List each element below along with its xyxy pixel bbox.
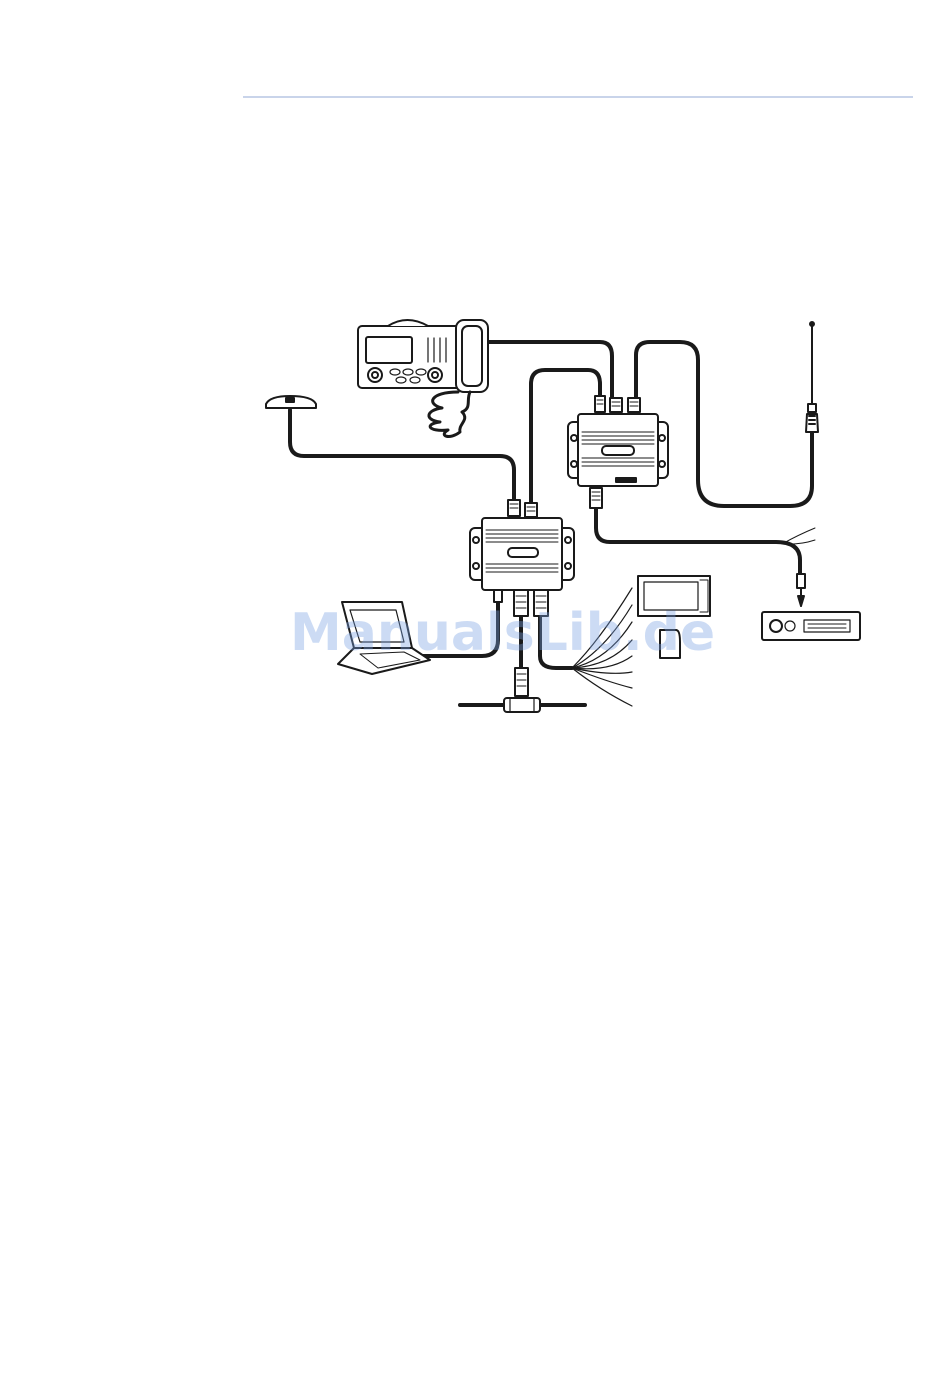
watermark: ManualsLib.de (290, 603, 715, 663)
vhf-antenna (806, 322, 818, 432)
fm-wire-bundle (782, 528, 815, 544)
cable-gps-to-interface (290, 410, 514, 500)
cable-splitter-to-fm (596, 508, 800, 575)
interface-box (470, 500, 574, 616)
vhf-radio (358, 320, 488, 436)
fm-radio (762, 574, 860, 640)
gps-antenna (266, 396, 316, 408)
splitter-box (568, 396, 668, 508)
network-t-connector (504, 668, 540, 712)
